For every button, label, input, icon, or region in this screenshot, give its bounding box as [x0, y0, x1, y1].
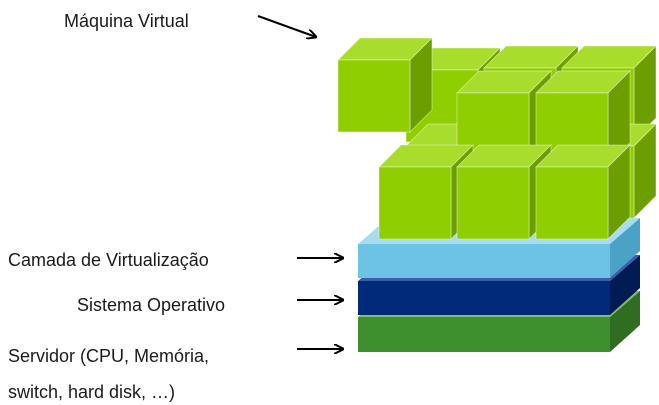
virtual-machine-cube	[456, 70, 552, 166]
virtual-machine-cube	[337, 37, 433, 133]
virtual-machine-cube	[535, 144, 631, 240]
label-servidor-line2: switch, hard disk, …)	[8, 382, 176, 402]
label-sistema-operativo: Sistema Operativo	[77, 295, 226, 315]
label-camada-virtualizacao: Camada de Virtualização	[8, 250, 209, 270]
virtual-machine-cubes	[337, 37, 657, 240]
arrow-right-icon	[257, 15, 316, 37]
label-maquina-virtual: Máquina Virtual	[64, 11, 189, 31]
label-servidor-line1: Servidor (CPU, Memória,	[8, 346, 210, 366]
virtual-machine-cube	[535, 70, 631, 166]
